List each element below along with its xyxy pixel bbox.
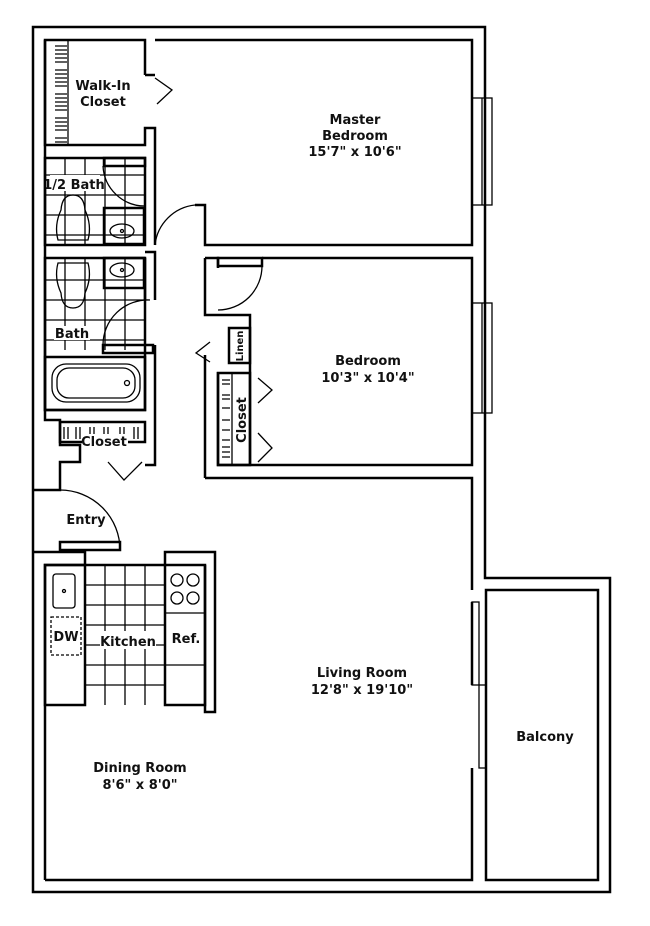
svg-text:Closet: Closet <box>81 435 127 450</box>
entry-door-swing-icon <box>59 489 121 551</box>
bath: Bath <box>43 250 157 412</box>
hall-closet: Closet <box>33 40 157 492</box>
living-room: Living Room 12'8" x 19'10" Dining Room 8… <box>45 476 487 882</box>
svg-text:Bedroom: Bedroom <box>335 354 401 369</box>
svg-text:DW: DW <box>53 630 78 645</box>
svg-text:Dining Room: Dining Room <box>93 761 186 776</box>
door-swing-icon <box>102 165 146 207</box>
svg-text:Living Room: Living Room <box>317 666 407 681</box>
dishwasher-icon <box>50 616 82 656</box>
svg-text:1/2 Bath: 1/2 Bath <box>43 178 105 193</box>
half-bath: 1/2 Bath <box>43 156 147 247</box>
closet-rod-icon <box>55 45 67 143</box>
svg-text:Closet: Closet <box>235 397 250 443</box>
sink-icon <box>109 262 135 278</box>
master-bedroom: Master Bedroom 15'7" x 10'6" <box>153 38 493 247</box>
svg-text:Master: Master <box>330 113 381 128</box>
door-swing-icon <box>217 265 263 311</box>
toilet-icon <box>55 194 91 241</box>
svg-text:Walk-In: Walk-In <box>75 79 130 94</box>
sliding-door-icon <box>471 601 487 769</box>
svg-text:12'8" x 19'10": 12'8" x 19'10" <box>311 683 413 698</box>
svg-text:Ref.: Ref. <box>172 632 201 647</box>
bifold-door-icon <box>257 377 273 404</box>
exterior-wall <box>31 25 612 894</box>
door-swing-icon <box>154 204 196 246</box>
entry: Entry <box>58 489 122 552</box>
svg-text:Closet: Closet <box>80 95 126 110</box>
stove-icon <box>170 573 200 605</box>
bedroom: Linen Closet Bedroom 10'3" x 10'4" <box>194 256 493 478</box>
svg-text:8'6" x 8'0": 8'6" x 8'0" <box>102 778 177 793</box>
bifold-door-icon <box>154 77 174 105</box>
window-icon <box>471 302 493 414</box>
window-icon <box>471 97 493 206</box>
toilet-icon <box>55 262 91 309</box>
svg-text:Kitchen: Kitchen <box>100 635 156 650</box>
svg-text:Balcony: Balcony <box>516 730 574 745</box>
bathtub-icon <box>51 363 141 403</box>
door-swing-icon <box>102 299 151 346</box>
sink-icon <box>109 223 135 239</box>
bifold-door-icon <box>194 341 211 363</box>
bifold-door-icon <box>257 432 273 463</box>
svg-text:Bedroom: Bedroom <box>322 129 388 144</box>
svg-text:Entry: Entry <box>66 513 106 528</box>
balcony: Balcony <box>484 588 600 882</box>
svg-text:15'7" x 10'6": 15'7" x 10'6" <box>308 145 401 160</box>
walk-in-closet: Walk-In Closet <box>43 38 174 158</box>
bifold-door-icon <box>107 461 143 481</box>
svg-text:Linen: Linen <box>235 331 246 362</box>
sink-icon <box>52 573 76 609</box>
kitchen: DW Ref. Kitchen <box>33 550 217 880</box>
svg-text:10'3" x 10'4": 10'3" x 10'4" <box>321 371 414 386</box>
svg-text:Bath: Bath <box>55 327 89 342</box>
